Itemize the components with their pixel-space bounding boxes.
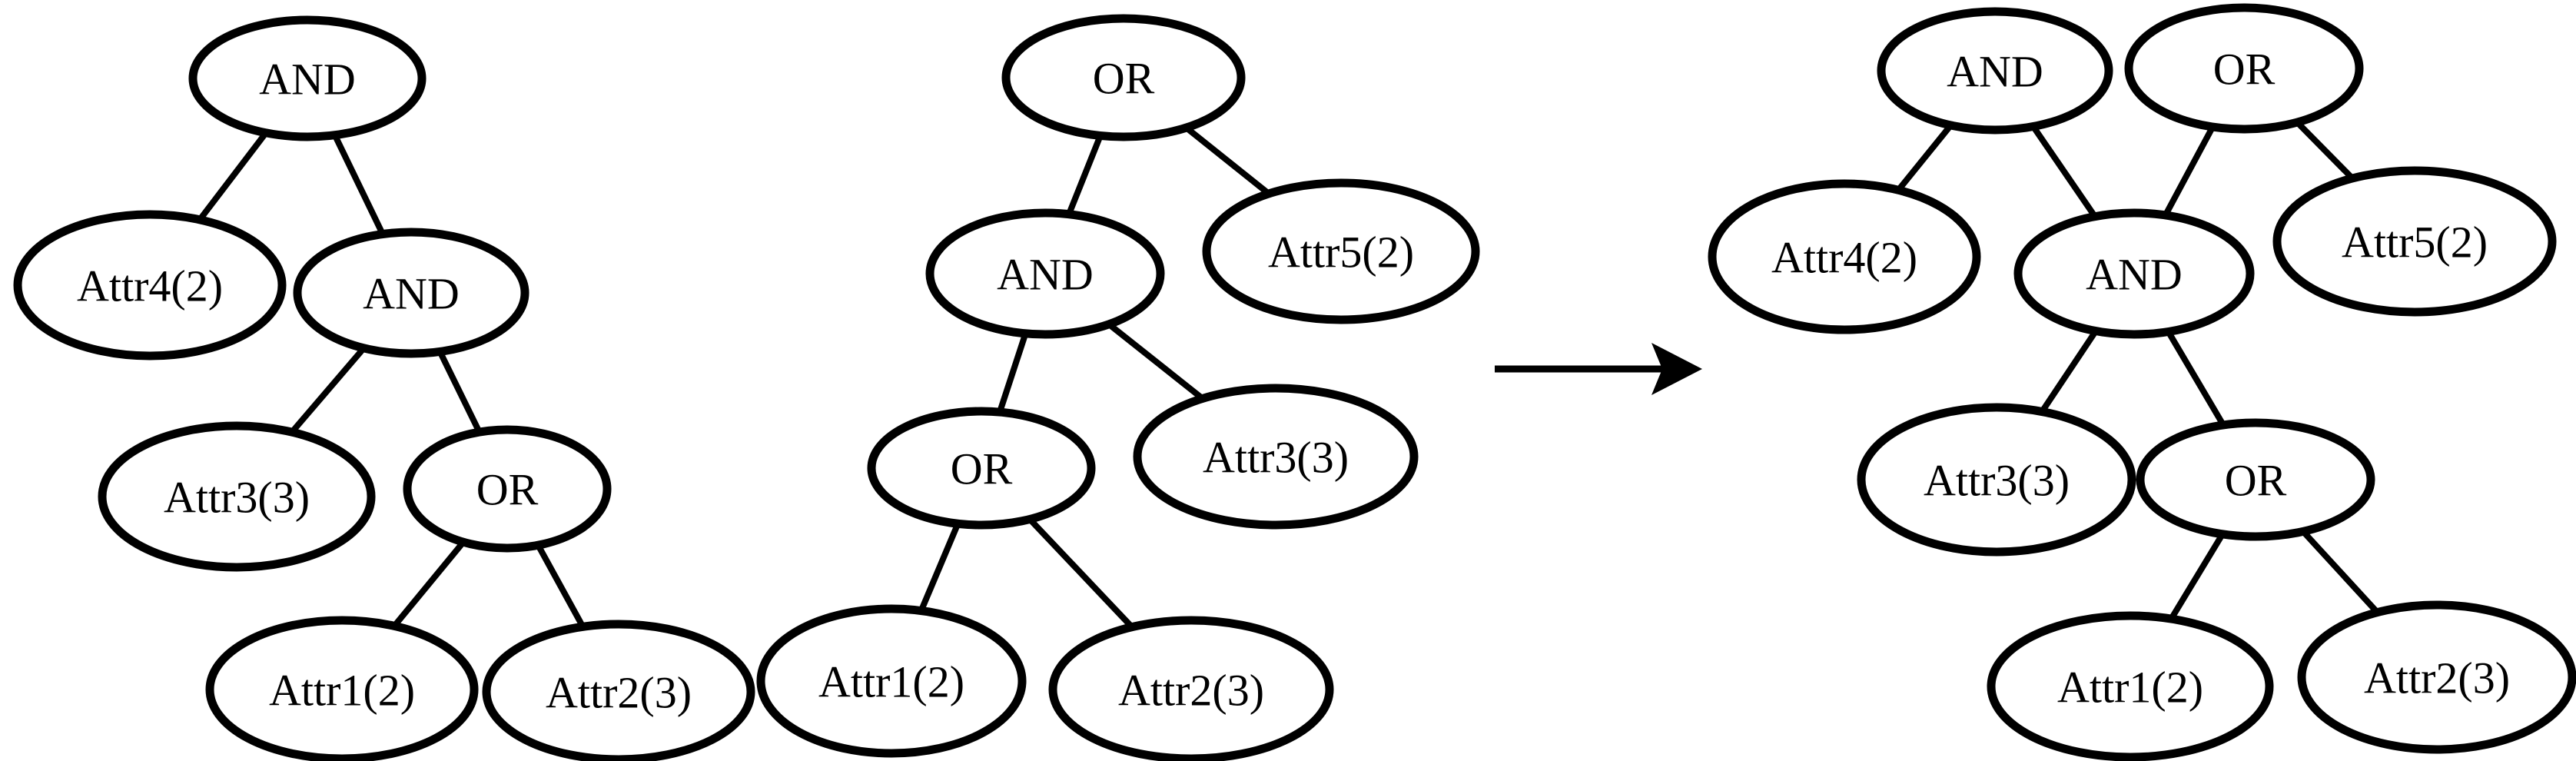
tree-right-merged-node-attr3: Attr3(3) xyxy=(1857,403,2136,557)
node-ellipse xyxy=(1133,384,1419,530)
node-label: OR xyxy=(2225,455,2287,505)
node-ellipse xyxy=(1001,14,1246,141)
node-label: Attr5(2) xyxy=(1268,227,1414,277)
tree-right-merged-node-and_root: AND xyxy=(1877,7,2113,135)
node-label: Attr2(3) xyxy=(2364,653,2510,703)
nodes-layer: AND Attr4(2) AND Attr3(3) OR Attr1(2) Attr2(3)… xyxy=(13,3,2576,761)
node-label: AND xyxy=(259,54,356,104)
node-label: Attr1(2) xyxy=(269,665,415,715)
tree-right-merged-node-or2: OR xyxy=(2136,418,2375,541)
tree-middle-node-attr2: Attr2(3) xyxy=(1048,616,1334,761)
node-label: Attr5(2) xyxy=(2342,217,2488,267)
node-ellipse xyxy=(1987,611,2274,761)
node-ellipse xyxy=(2136,418,2375,541)
node-label: Attr3(3) xyxy=(164,472,310,522)
node-ellipse xyxy=(13,210,287,361)
tree-left-node-attr2: Attr2(3) xyxy=(482,620,755,761)
node-ellipse xyxy=(1202,178,1480,324)
tree-middle-node-and: AND xyxy=(925,208,1165,339)
node-ellipse xyxy=(1877,7,2113,135)
node-ellipse xyxy=(1708,179,1981,334)
tree-right-merged-node-attr5: Attr5(2) xyxy=(2272,166,2557,317)
node-ellipse xyxy=(2272,166,2557,317)
node-label: Attr3(3) xyxy=(1203,432,1349,482)
tree-middle-node-or_root: OR xyxy=(1001,14,1246,141)
node-ellipse xyxy=(98,421,376,572)
node-label: OR xyxy=(476,464,539,514)
node-label: OR xyxy=(951,444,1013,493)
node-label: OR xyxy=(1093,53,1155,103)
node-ellipse xyxy=(293,228,529,358)
node-ellipse xyxy=(2124,3,2364,134)
node-label: AND xyxy=(997,249,1094,299)
tree-right-merged-node-attr1: Attr1(2) xyxy=(1987,611,2274,761)
node-ellipse xyxy=(403,425,612,553)
node-ellipse xyxy=(188,15,427,141)
node-ellipse xyxy=(1048,616,1334,761)
tree-left-node-attr3: Attr3(3) xyxy=(98,421,376,572)
node-label: Attr3(3) xyxy=(1924,455,2070,505)
node-label: AND xyxy=(1947,46,2043,96)
transform-arrow-head xyxy=(1651,343,1702,395)
tree-right-merged-node-or_root: OR xyxy=(2124,3,2364,134)
node-label: AND xyxy=(2086,249,2183,299)
node-ellipse xyxy=(482,620,755,761)
tree-middle-node-attr3: Attr3(3) xyxy=(1133,384,1419,530)
node-label: OR xyxy=(2213,44,2276,94)
tree-right-merged-node-attr4: Attr4(2) xyxy=(1708,179,1981,334)
tree-right-merged-node-and2: AND xyxy=(2013,208,2255,339)
tree-middle-node-attr5: Attr5(2) xyxy=(1202,178,1480,324)
node-ellipse xyxy=(756,604,1027,758)
tree-middle-node-or2: OR xyxy=(867,407,1096,530)
node-ellipse xyxy=(2013,208,2255,339)
node-label: Attr1(2) xyxy=(818,656,964,706)
tree-left-node-attr1: Attr1(2) xyxy=(205,616,479,761)
node-label: Attr2(3) xyxy=(1118,665,1264,715)
node-label: Attr2(3) xyxy=(546,667,692,717)
node-label: Attr4(2) xyxy=(1771,232,1917,282)
tree-left-node-attr4: Attr4(2) xyxy=(13,210,287,361)
node-ellipse xyxy=(1857,403,2136,557)
tree-left-node-and_root: AND xyxy=(188,15,427,141)
node-ellipse xyxy=(867,407,1096,530)
node-ellipse xyxy=(205,616,479,761)
node-ellipse xyxy=(925,208,1165,339)
tree-middle-node-attr1: Attr1(2) xyxy=(756,604,1027,758)
tree-left-node-or: OR xyxy=(403,425,612,553)
tree-left-node-and2: AND xyxy=(293,228,529,358)
node-label: Attr1(2) xyxy=(2057,662,2203,712)
tree-right-merged-node-attr2: Attr2(3) xyxy=(2297,600,2576,754)
node-ellipse xyxy=(2297,600,2576,754)
node-label: Attr4(2) xyxy=(77,261,223,311)
node-label: AND xyxy=(363,268,460,318)
